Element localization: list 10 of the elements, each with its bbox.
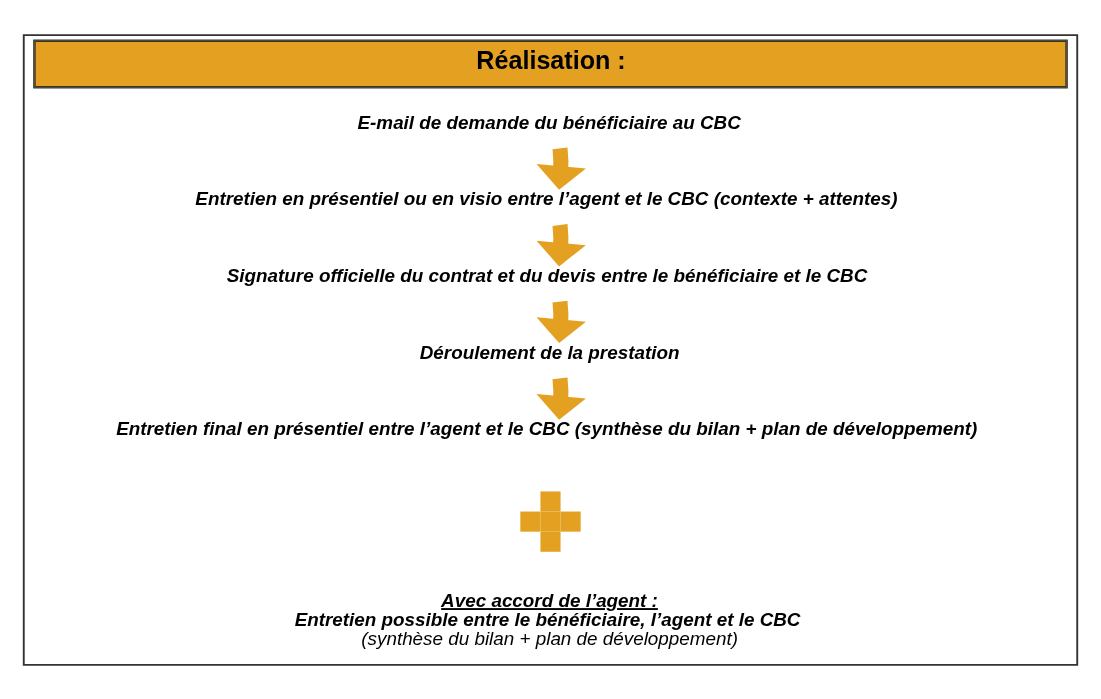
node-text: Signature officielle du contrat et du devis entre le bénéficiaire et le CBC [226,264,868,286]
node-text: Entretien en présentiel ou en visio entre l’agent et le CBC (contexte + attentes) [195,187,898,209]
arrow [536,377,586,420]
arrow [536,300,586,343]
node-text: Avec accord de l’agent : Entretien possible entre le bénéficiaire, l’agent et le CBC (synthèse du bilan + plan de développement) [294,589,801,649]
node-text: Déroulement de la prestation [419,341,680,363]
node-text: Entretien final en présentiel entre l’agent et le CBC (synthèse du bilan + plan de développement) [116,417,978,439]
arrow [536,147,586,190]
node-text: E-mail de demande du bénéficiaire au CBC [357,111,741,133]
arrow [536,223,586,266]
